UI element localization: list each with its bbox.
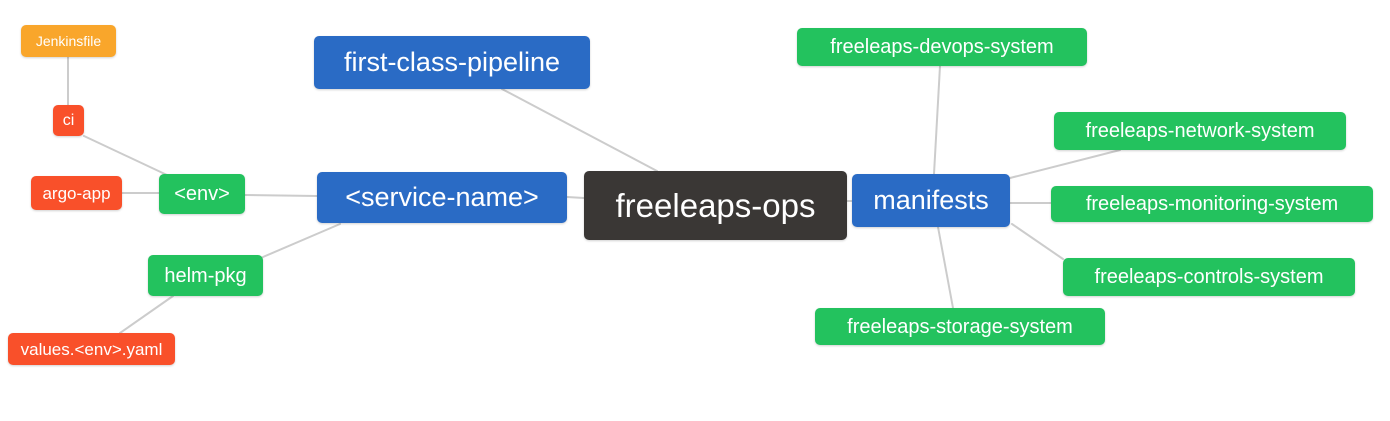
node-freeleaps-ops[interactable]: freeleaps-ops [584, 171, 847, 240]
node-helm-pkg[interactable]: helm-pkg [148, 255, 263, 296]
edge-env-service-name [244, 194, 318, 197]
node-ci[interactable]: ci [53, 105, 84, 136]
node-env[interactable]: <env> [159, 174, 245, 214]
edge-helm-pkg-values-env-yaml [119, 295, 174, 334]
node-monitoring-system[interactable]: freeleaps-monitoring-system [1051, 186, 1373, 222]
edge-first-class-pipeline-freeleaps-ops [501, 88, 658, 172]
edge-service-name-freeleaps-ops [566, 196, 585, 199]
node-first-class-pipeline[interactable]: first-class-pipeline [314, 36, 590, 89]
node-devops-system[interactable]: freeleaps-devops-system [797, 28, 1087, 66]
edge-service-name-helm-pkg [262, 223, 341, 258]
edge-ci-env [83, 135, 168, 176]
edge-manifests-network-system [1009, 149, 1121, 179]
node-jenkinsfile[interactable]: Jenkinsfile [21, 25, 116, 57]
edge-manifests-devops-system [933, 65, 941, 175]
node-values-env-yaml[interactable]: values.<env>.yaml [8, 333, 175, 365]
node-controls-system[interactable]: freeleaps-controls-system [1063, 258, 1355, 296]
node-network-system[interactable]: freeleaps-network-system [1054, 112, 1346, 150]
node-argo-app[interactable]: argo-app [31, 176, 122, 210]
node-service-name[interactable]: <service-name> [317, 172, 567, 223]
node-storage-system[interactable]: freeleaps-storage-system [815, 308, 1105, 345]
edge-manifests-storage-system [937, 226, 954, 309]
node-manifests[interactable]: manifests [852, 174, 1010, 227]
edge-manifests-controls-system [1011, 223, 1064, 260]
